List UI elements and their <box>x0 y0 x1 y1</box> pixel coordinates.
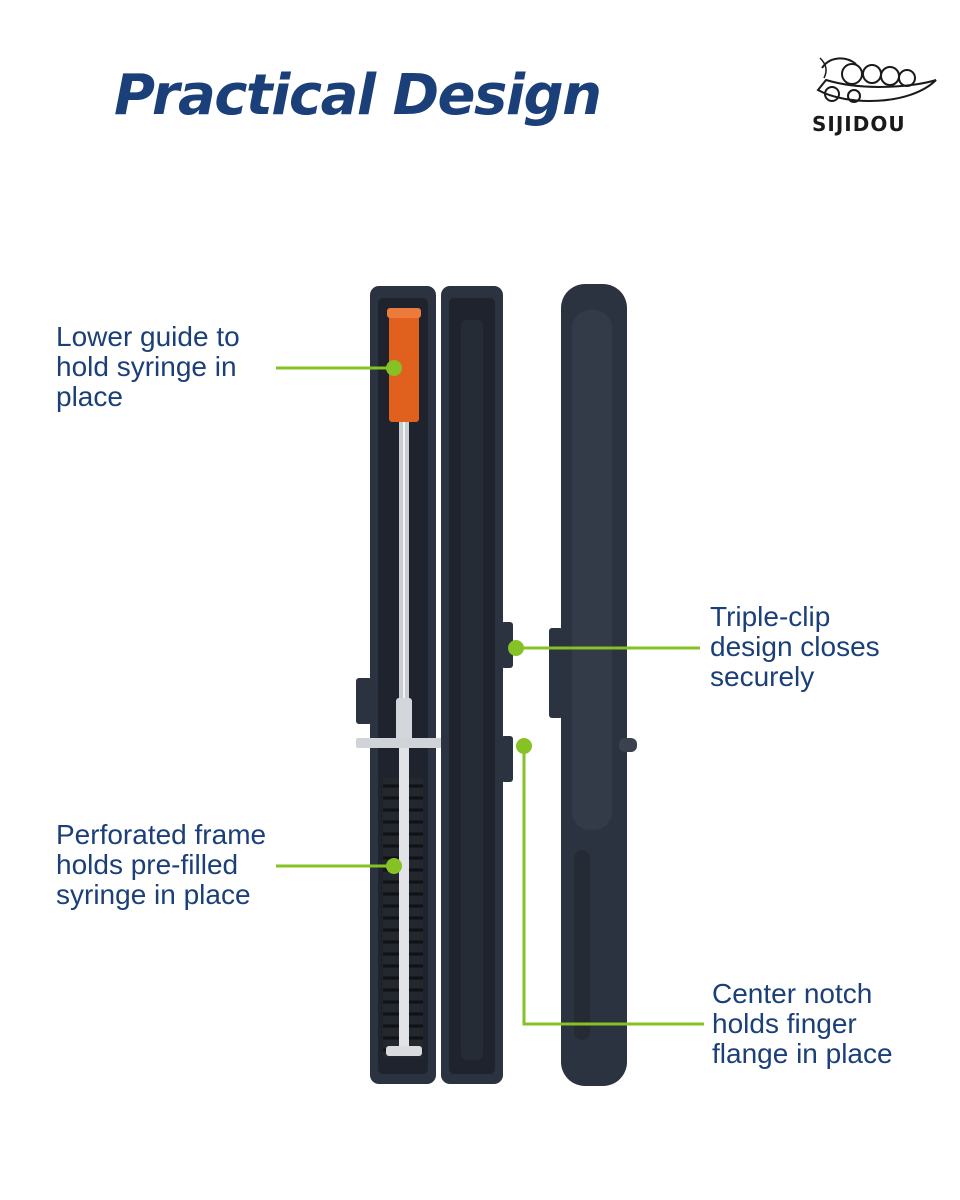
callout-line: design closes <box>710 631 880 662</box>
syringe <box>356 308 444 1056</box>
brand-name: SIJIDOU <box>812 112 906 136</box>
callout-line: Triple-clip <box>710 601 831 632</box>
callout-perforated-frame: Perforated frame holds pre-filled syring… <box>56 820 266 910</box>
callout-dots <box>386 360 532 874</box>
callout-line: flange in place <box>712 1038 893 1069</box>
pea-pod-logo-icon <box>816 57 937 103</box>
callout-line: securely <box>710 661 815 692</box>
case-left-half <box>356 286 444 1084</box>
callout-lower-guide: Lower guide to hold syringe in place <box>56 322 240 412</box>
callout-triple-clip: Triple-clip design closes securely <box>710 602 880 692</box>
page-title: Practical Design <box>114 63 602 128</box>
callout-line: holds pre-filled <box>56 849 239 880</box>
callout-line: Perforated frame <box>56 819 267 850</box>
callout-line: hold syringe in <box>56 351 237 382</box>
callout-line: syringe in place <box>56 879 251 910</box>
callout-line: Lower guide to <box>56 321 240 352</box>
case-right-half <box>441 286 513 1084</box>
callout-line: place <box>56 381 123 412</box>
callout-center-notch: Center notch holds finger flange in plac… <box>712 979 893 1069</box>
callout-connectors <box>276 366 704 1026</box>
callout-line: Center notch <box>712 978 873 1009</box>
brand-logo: SIJIDOU <box>806 50 940 140</box>
callout-line: holds finger <box>712 1008 857 1039</box>
case-closed <box>549 284 637 1086</box>
